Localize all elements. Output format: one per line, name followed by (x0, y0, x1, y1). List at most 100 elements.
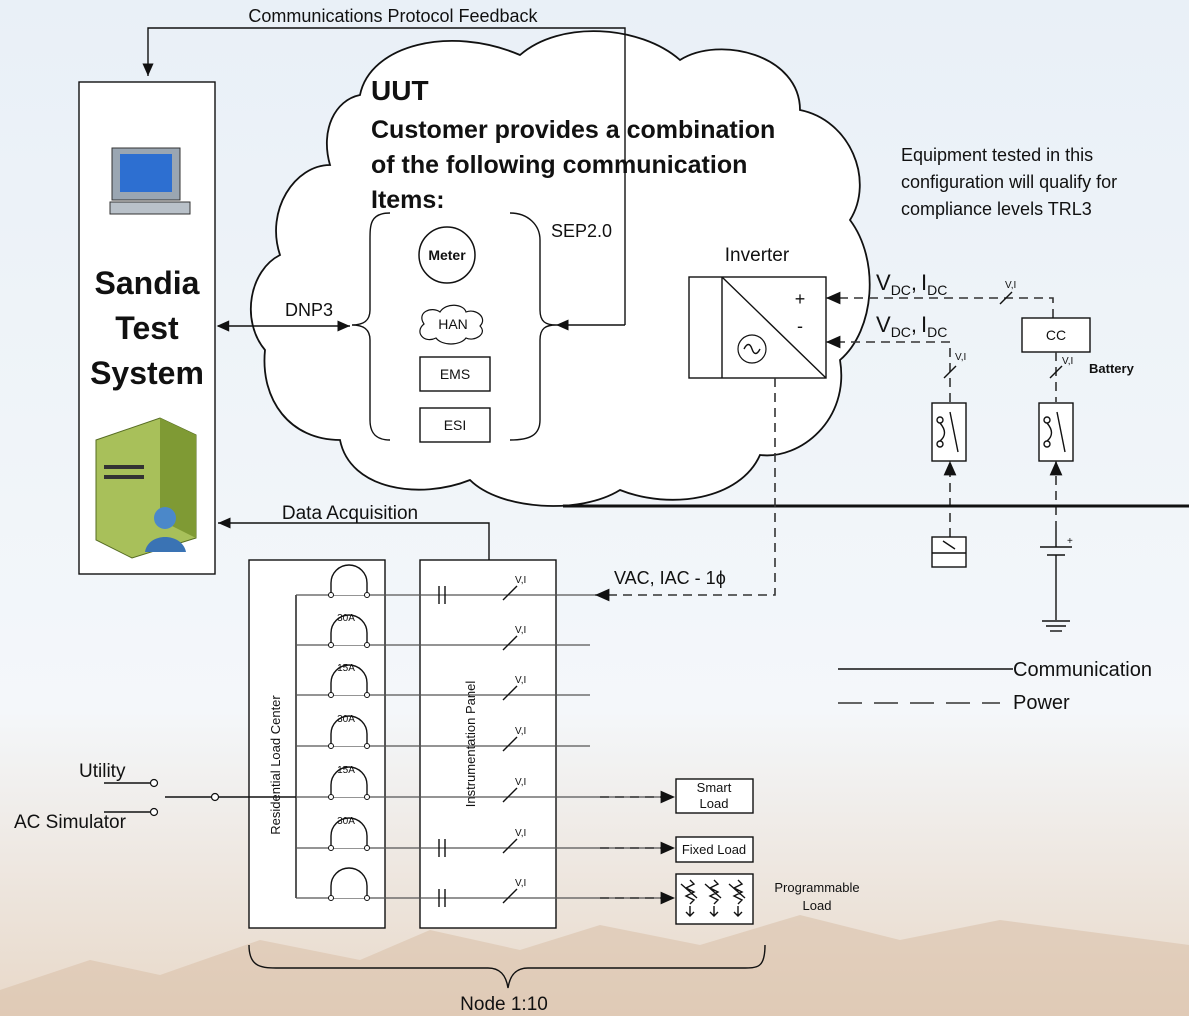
inverter-minus: - (797, 316, 803, 336)
note-line2: configuration will qualify for (901, 172, 1117, 192)
charge-controller-box (1021, 317, 1091, 353)
dc-minus-line (826, 335, 951, 402)
simulator-terminal (149, 807, 159, 817)
server-user-icon (95, 417, 197, 559)
current-sensor (502, 685, 518, 701)
breaker-rating: 15A (337, 765, 355, 776)
feedback-line (142, 27, 626, 325)
programmable-load-line2: Load (803, 898, 832, 913)
vdc-label-top: VDC,IDC (876, 270, 947, 298)
system-title-line2: Test (115, 310, 179, 346)
ac-label: VAC, IAC - 1ϕ (614, 568, 726, 588)
ems-label: EMS (440, 366, 470, 382)
circuit-row: 15A V,I (296, 765, 675, 804)
daq-label: Data Acquisition (282, 503, 418, 524)
breaker-rating: 30A (337, 714, 355, 725)
mountain-silhouette (0, 915, 1189, 1016)
circuit-row: V,I (296, 564, 595, 604)
system-title-line3: System (90, 355, 204, 391)
circuit-breaker (330, 817, 368, 848)
computer-monitor-icon (109, 147, 191, 215)
fixed-load-box (675, 836, 754, 863)
disconnect-switch-right (1038, 402, 1074, 462)
smart-load-line2: Load (700, 796, 729, 811)
resistor-array-icon (680, 879, 746, 917)
breaker-rating: 15A (337, 663, 355, 674)
disconnect-switch-left (931, 402, 967, 462)
right-bracket (509, 212, 557, 441)
sep-label: SEP2.0 (551, 221, 612, 241)
svg-text:V,I: V,I (1062, 356, 1073, 367)
dc-plus-line (826, 291, 1054, 318)
circuit-breaker (330, 614, 368, 645)
node-brace (248, 944, 766, 989)
sensor-label: V,I (515, 675, 526, 686)
current-sensor (502, 787, 518, 803)
uut-desc-line2: of the following communication (371, 151, 747, 179)
circuit-breaker (330, 715, 368, 746)
feedback-label: Communications Protocol Feedback (248, 6, 538, 26)
meter-circle (418, 226, 476, 284)
system-title-line1: Sandia (95, 265, 200, 301)
circuit-breaker (330, 867, 368, 898)
circuit-breaker (330, 664, 368, 695)
sensor-label: V,I (515, 828, 526, 839)
source-switch-terminal (210, 792, 220, 802)
instrumentation-label: Instrumentation Panel (463, 681, 478, 808)
current-sensor (502, 585, 518, 601)
inverter-label: Inverter (725, 245, 790, 266)
current-sensor (502, 736, 518, 752)
uut-cloud (249, 30, 871, 507)
breaker-rating: 30A (337, 816, 355, 827)
circuit-breaker (330, 564, 368, 595)
fixed-load-label: Fixed Load (682, 842, 746, 857)
circuits: V,I 30A V,I 15A V,I 30A V,I 15A V,I 30A V,I V,I (296, 564, 675, 907)
esi-label: ESI (444, 417, 467, 433)
instrumentation-panel (419, 559, 557, 929)
current-sensor (502, 838, 518, 854)
pv-array-icon (931, 536, 967, 568)
sensor-label: V,I (515, 726, 526, 737)
uut-desc-line1: Customer provides a combination (371, 116, 775, 144)
note-line1: Equipment tested in this (901, 145, 1093, 165)
current-sensor (502, 635, 518, 651)
smart-load-line1: Smart (697, 780, 732, 795)
circuit-row: 30A V,I (296, 714, 590, 752)
node-label: Node 1:10 (460, 994, 548, 1015)
sensor-label: V,I (515, 878, 526, 889)
battery-icon: + (1040, 530, 1073, 620)
utility-terminal (149, 778, 159, 788)
sensor-label: V,I (515, 777, 526, 788)
ems-box (419, 356, 491, 392)
load-center-label: Residential Load Center (268, 695, 283, 835)
inverter-plus: + (795, 289, 806, 309)
svg-text:V,I: V,I (955, 352, 966, 363)
cc-label: CC (1046, 327, 1066, 343)
esi-box (419, 407, 491, 443)
battery-label: Battery (1089, 361, 1135, 376)
uut-title: UUT (371, 75, 429, 106)
current-sensor (502, 888, 518, 904)
circuit-row: 15A V,I (296, 663, 590, 701)
ground-icon (1042, 620, 1070, 632)
uut-desc-line3: Items: (371, 186, 445, 214)
programmable-load-line1: Programmable (774, 880, 859, 895)
sensor-label: V,I (515, 575, 526, 586)
sensor-label: V,I (515, 625, 526, 636)
breaker-rating: 30A (337, 613, 355, 624)
dc-sensor-top: V,I (999, 280, 1016, 305)
note-line3: compliance levels TRL3 (901, 199, 1092, 219)
daq-line (218, 517, 490, 560)
meter-label: Meter (428, 247, 466, 263)
utility-label: Utility (79, 761, 126, 782)
han-cloud-icon (419, 304, 484, 345)
smart-load-box (675, 778, 754, 814)
circuit-breaker (330, 766, 368, 797)
ac-power-line (595, 378, 776, 602)
legend-power-label: Power (1013, 692, 1070, 714)
left-bracket (351, 212, 391, 441)
svg-text:V,I: V,I (1005, 280, 1016, 291)
vdc-label-bottom: VDC,IDC (876, 312, 947, 340)
dnp3-label: DNP3 (285, 300, 333, 320)
inverter-diagonal (721, 276, 827, 379)
